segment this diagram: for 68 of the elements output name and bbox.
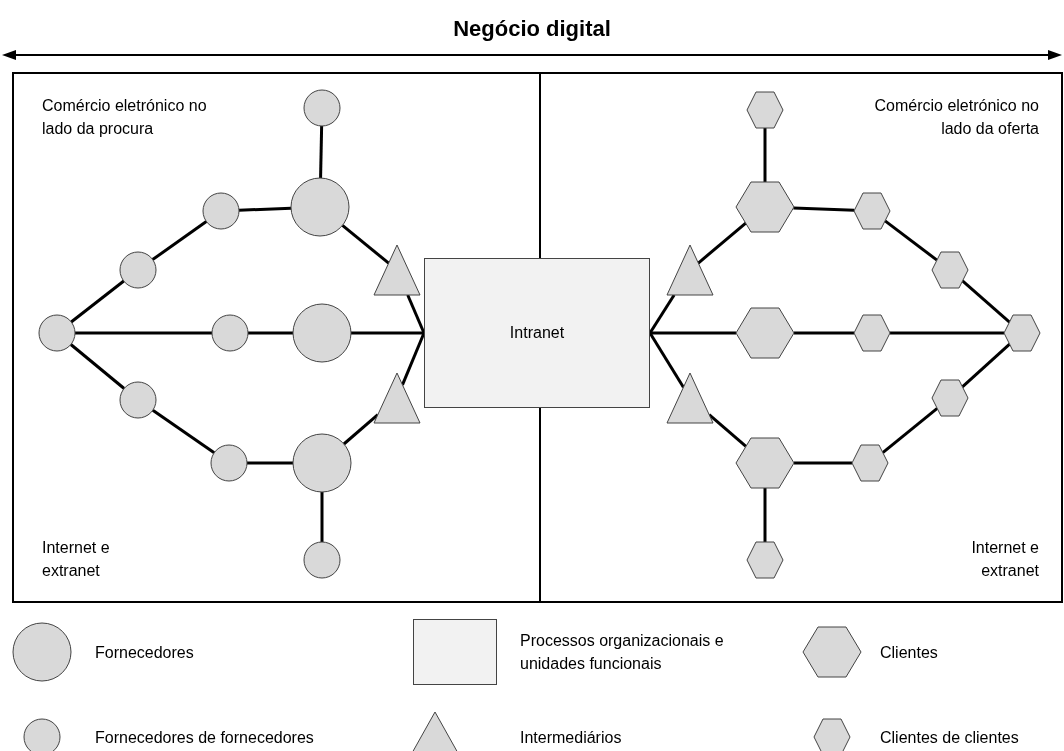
region-label: Internet e extranet	[970, 538, 1039, 582]
connector-line	[75, 331, 212, 335]
circle-node	[303, 89, 341, 127]
connector-line	[247, 461, 293, 465]
circle-node	[119, 381, 157, 419]
title: Negócio digital	[452, 16, 612, 42]
circle-node	[292, 433, 352, 493]
triangle-node	[666, 244, 714, 296]
circle-node	[202, 192, 240, 230]
circle-node	[210, 444, 248, 482]
hexagon-node	[746, 541, 784, 579]
connector-line	[151, 220, 208, 261]
legend-label: Fornecedores	[95, 642, 195, 663]
legend-label: Clientes de clientes	[880, 727, 1020, 748]
connector-line	[320, 492, 324, 542]
region-label: Internet e extranet	[42, 538, 111, 582]
circle-node	[211, 314, 249, 352]
connector-line	[763, 128, 767, 182]
hexagon-node	[931, 379, 969, 417]
connector-line	[708, 413, 747, 448]
legend-label: Intermediários	[520, 727, 623, 748]
triangle-node	[373, 372, 421, 424]
hexagon-node	[1003, 314, 1041, 352]
legend-label: Clientes	[880, 642, 939, 663]
connector-line	[890, 331, 1004, 335]
connector-line	[238, 206, 292, 212]
connector-line	[401, 332, 426, 386]
connector-line	[794, 461, 852, 465]
region-label: Comércio eletrónico no lado da oferta	[873, 96, 1039, 140]
hexagon-node	[931, 251, 969, 289]
legend-label: Fornecedores de fornecedores	[95, 727, 315, 748]
connector-line	[341, 224, 390, 265]
hexagon-node	[735, 437, 795, 489]
circle-node	[303, 541, 341, 579]
connector-line	[406, 294, 426, 334]
hexagon-node	[853, 314, 891, 352]
triangle-node	[666, 372, 714, 424]
connector-line	[793, 206, 855, 212]
connector-line	[884, 219, 938, 262]
region-label: Comércio eletrónico no lado da procura	[42, 96, 208, 140]
connector-line	[794, 331, 854, 335]
connector-line	[648, 294, 676, 334]
connector-line	[70, 279, 125, 324]
connector-line	[881, 407, 939, 454]
connector-line	[151, 409, 216, 454]
connector-line	[961, 279, 1011, 324]
connector-line	[342, 413, 379, 446]
connector-line	[648, 332, 685, 389]
circle-node	[290, 177, 350, 237]
connector-line	[319, 125, 324, 179]
hexagon-node	[851, 444, 889, 482]
connector-line	[69, 343, 126, 390]
hexagon-node	[735, 181, 795, 233]
connector-line	[763, 488, 767, 542]
connector-line	[961, 343, 1011, 388]
connector-line	[697, 222, 747, 265]
circle-node	[292, 303, 352, 363]
connector-line	[351, 331, 424, 335]
hexagon-node	[746, 91, 784, 129]
circle-node	[38, 314, 76, 352]
legend-label: Processos organizacionais e unidades funcionais	[520, 631, 725, 675]
connector-line	[248, 331, 293, 335]
hexagon-node	[853, 192, 891, 230]
connector-line	[650, 331, 736, 335]
process-box: Intranet	[424, 258, 650, 408]
triangle-node	[373, 244, 421, 296]
circle-node	[119, 251, 157, 289]
hexagon-node	[735, 307, 795, 359]
